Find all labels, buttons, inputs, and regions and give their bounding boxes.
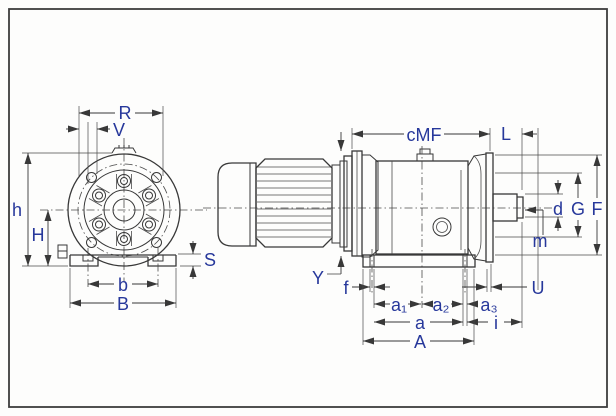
motor-flange [343,150,379,258]
oil-plug [432,217,452,237]
dimension-m: m [525,206,548,251]
dimension-f: f [343,269,390,308]
dimension-a2: a₂ [422,295,463,315]
dim-label-U: U [532,278,545,298]
top-plug [111,145,137,154]
mounting-feet-front [69,248,177,290]
dim-label-a3: a₃ [480,295,497,315]
dim-label-a1: a₁ [391,295,407,315]
dimension-S: S [178,241,216,279]
bolt-circle-bolts [88,174,160,246]
dimension-L: L [501,124,537,328]
cooling-fins [257,166,331,238]
dim-label-A: A [414,332,426,352]
dimension-i: i [462,269,522,333]
front-view: R V h H S [12,103,216,314]
dim-label-d: d [553,199,563,219]
dim-label-i: i [494,313,498,333]
dim-label-a: a [415,313,426,333]
dim-label-b: b [118,275,128,295]
dimension-R: R [78,103,164,176]
dim-label-S: S [204,250,216,270]
dim-label-B: B [117,294,129,314]
dimension-F: F [592,155,603,255]
dim-label-V: V [113,120,125,140]
dimension-U: U [462,264,545,298]
side-view: Y cMF L [203,124,603,352]
dimension-B: B [69,268,177,314]
dimension-d: d [553,180,563,231]
dim-label-Y: Y [312,268,324,288]
page-border [8,8,608,408]
dim-label-m: m [533,231,548,251]
dimension-a: a [374,313,463,333]
side-tab [57,244,68,259]
dimension-Y: Y [312,132,345,288]
dim-label-f: f [343,278,349,298]
dim-label-G: G [571,199,585,219]
dim-label-R: R [119,103,132,123]
dim-label-L: L [501,124,511,144]
motor-body [255,158,348,248]
dimension-b: b [88,275,158,295]
dimension-a1: a₁ [374,295,421,315]
flange-holes [86,172,162,248]
motor-fan-cover [217,162,257,247]
dimension-G: G [571,173,585,237]
dimension-a3: a₃ [467,295,498,315]
dim-label-F: F [592,199,603,219]
dim-label-cMF: cMF [407,125,442,145]
dimension-cMF: cMF [351,125,491,151]
dimension-h: h [12,152,112,267]
housing-circles [67,153,181,267]
dimension-A: A [362,269,475,352]
bolt-ribs [88,174,160,246]
flange-extension-lines [495,128,602,290]
filler-plug [416,148,434,162]
dimension-V: V [66,120,125,184]
dim-label-H: H [32,225,45,245]
dim-label-h: h [12,200,22,220]
output-shaft [492,193,524,222]
dim-label-a2: a₂ [433,295,450,315]
output-flange [467,152,494,263]
gear-housing [375,146,469,308]
mounting-feet-side [362,249,476,294]
dimension-H: H [32,210,52,266]
